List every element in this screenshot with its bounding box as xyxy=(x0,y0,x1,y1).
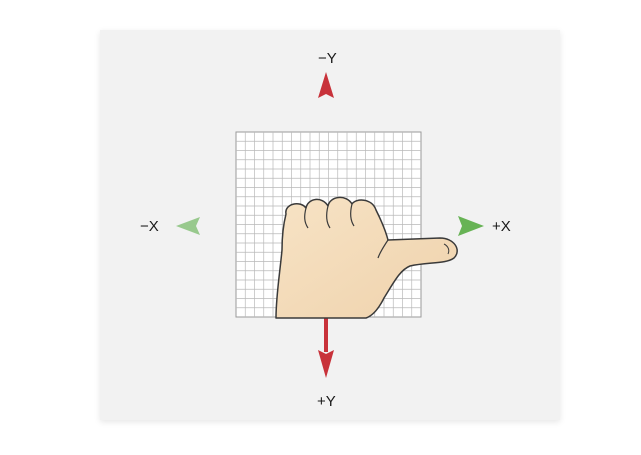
y-axis-positive-arrow xyxy=(318,350,334,378)
y-axis xyxy=(318,72,334,378)
x-axis-positive-arrow xyxy=(458,216,484,236)
negative-y-label: −Y xyxy=(318,50,337,67)
x-axis-negative-arrow xyxy=(176,217,200,235)
positive-x-label: +X xyxy=(492,218,511,235)
y-axis-negative-arrow xyxy=(318,72,334,98)
negative-x-label: −X xyxy=(140,218,159,235)
x-axis xyxy=(176,216,484,236)
hand-icon xyxy=(275,196,458,319)
positive-y-label: +Y xyxy=(317,393,336,410)
